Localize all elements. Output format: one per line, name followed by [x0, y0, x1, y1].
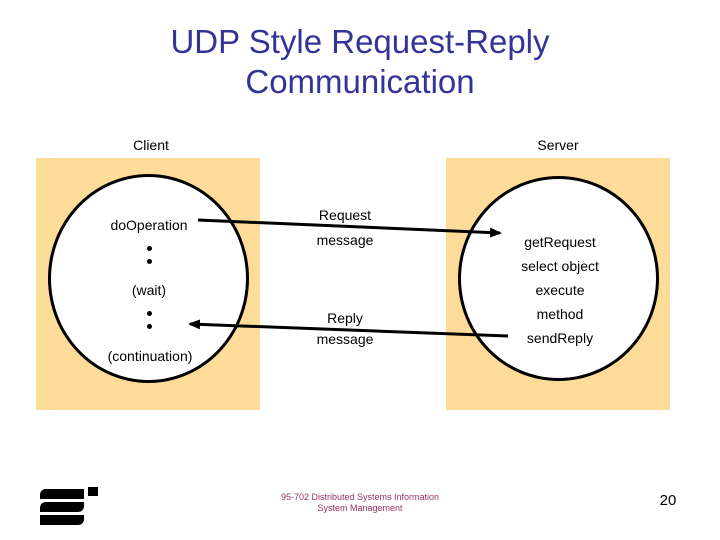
server-step-get-request: getRequest	[524, 234, 596, 250]
request-message-label-line2: message	[316, 232, 374, 248]
server-step-execute: execute	[535, 282, 585, 298]
page-number: 20	[659, 492, 677, 509]
institution-logo-icon	[40, 487, 98, 525]
slide-title: UDP Style Request-Reply Communication	[40, 22, 680, 102]
server-step-method: method	[536, 306, 584, 322]
footer-line-2: System Management	[317, 503, 403, 513]
request-message-label-line1: Request	[318, 207, 372, 223]
slide-title-line-2: Communication	[245, 63, 475, 100]
reply-message-label-line1: Reply	[327, 310, 363, 326]
server-process-bubble	[458, 176, 659, 381]
client-process-bubble	[48, 174, 249, 383]
udp-request-reply-diagram: Client Server doOperation (wait) (contin…	[36, 137, 670, 410]
client-continuation-text: (continuation)	[107, 348, 193, 364]
slide-title-line-1: UDP Style Request-Reply	[170, 23, 550, 60]
server-steps-list: getRequest select object execute method …	[490, 230, 630, 350]
server-step-send-reply: sendReply	[526, 330, 594, 346]
server-label: Server	[537, 137, 579, 153]
client-do-operation-text: doOperation	[110, 217, 188, 233]
client-ellipsis-bottom-icon	[144, 311, 154, 337]
server-step-select-object: select object	[521, 258, 599, 274]
reply-message-label-line2: message	[316, 331, 374, 347]
footer-course-text: 95-702 Distributed Systems Information S…	[200, 492, 520, 514]
client-ellipsis-top-icon	[144, 246, 154, 272]
footer-line-1: 95-702 Distributed Systems Information	[280, 492, 440, 502]
client-wait-text: (wait)	[131, 282, 167, 298]
client-label: Client	[133, 137, 169, 153]
